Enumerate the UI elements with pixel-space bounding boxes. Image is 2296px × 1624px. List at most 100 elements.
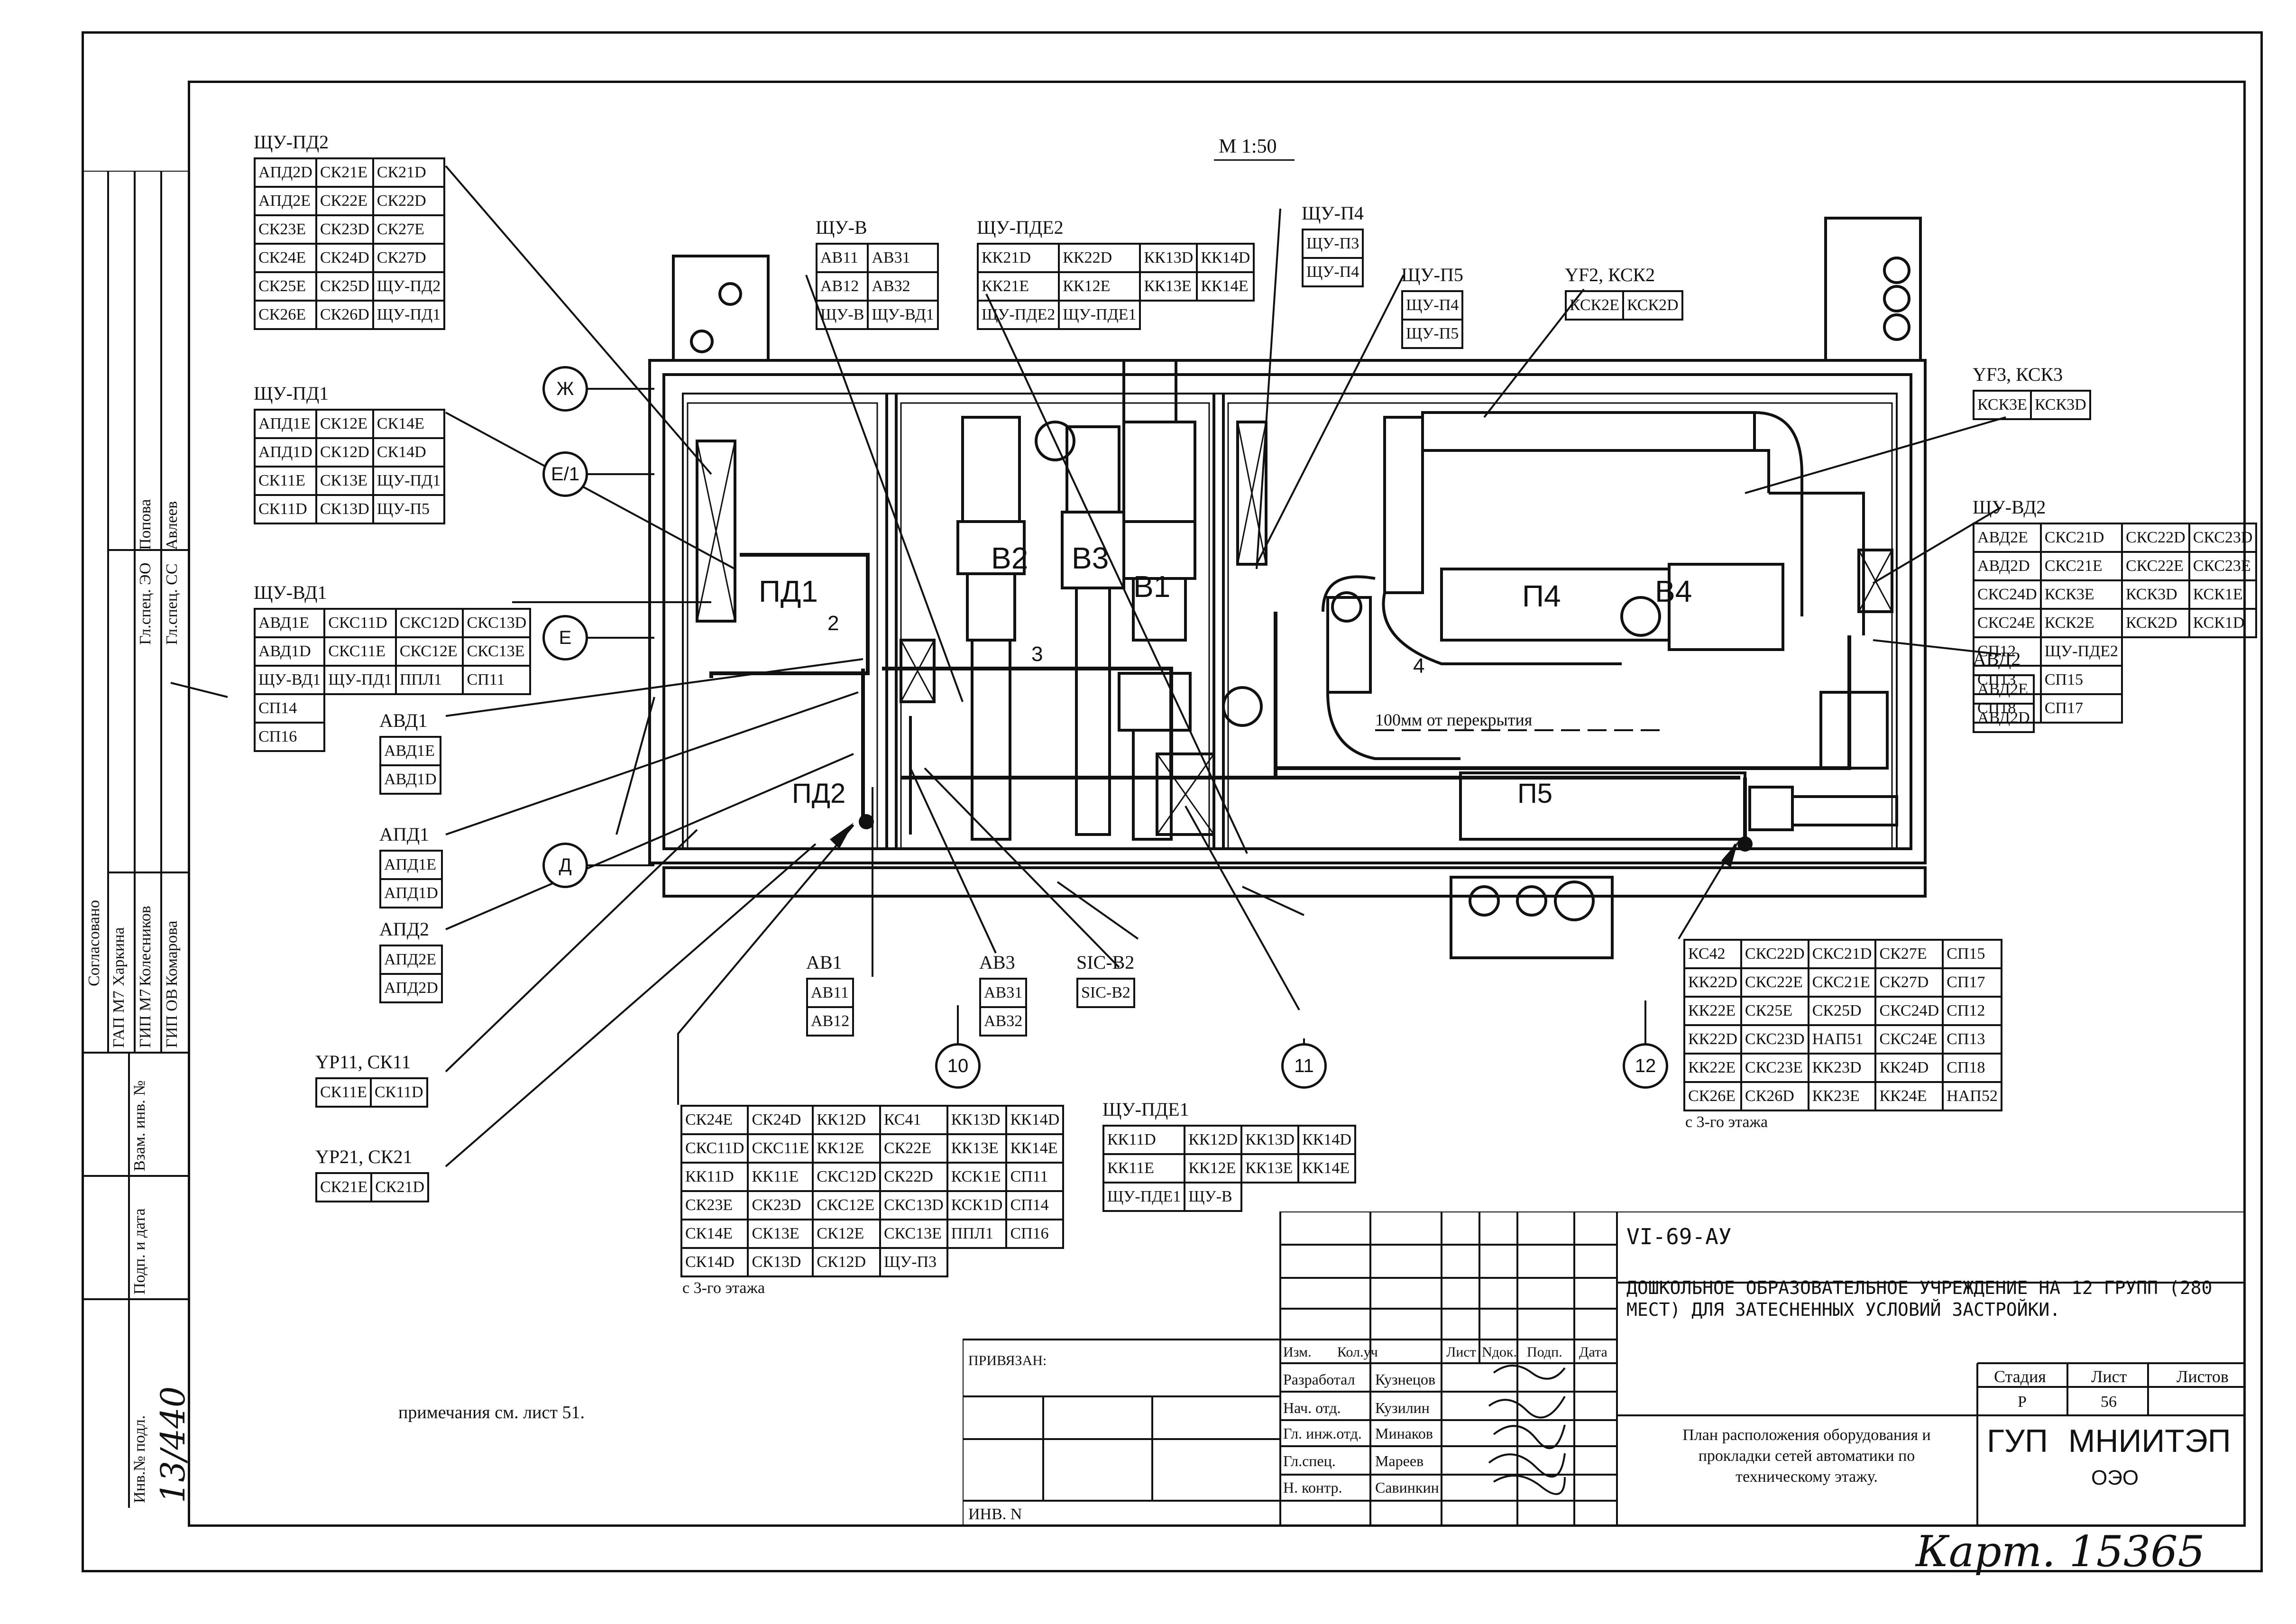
group-title: YP21, СК21 [315, 1146, 413, 1167]
terminal-cell: АВД1D [379, 764, 441, 795]
terminal-cell: СК21Е [315, 1172, 373, 1202]
terminal-cell: КК14Е [1196, 271, 1255, 302]
group-title: ЩУ-В [816, 217, 867, 238]
terminal-cell: АПД2D [379, 973, 443, 1003]
stamp-role: Гл.спец. ЭО [137, 562, 154, 645]
project-code: VI-69-АУ [1626, 1224, 1732, 1249]
room-label: ПД2 [792, 778, 846, 809]
terminal-cell: НАП51 [1807, 1024, 1877, 1055]
terminal-cell: СК27D [372, 243, 446, 273]
terminal-cell: АВД1Е [253, 608, 326, 638]
terminal-cell: СК25Е [1740, 996, 1809, 1026]
group-title: АПД1 [379, 824, 430, 845]
terminal-cell: АВ31 [867, 243, 939, 273]
axis-marker: Е/1 [542, 451, 588, 497]
terminal-cell: АВ32 [979, 1006, 1028, 1037]
room-label: П5 [1517, 778, 1552, 809]
terminal-cell: ЩУ-В [1184, 1182, 1243, 1212]
terminal-cell: СКС12Е [812, 1190, 881, 1220]
terminal-cell: АПД2Е [379, 945, 443, 975]
terminal-cell: ЩУ-ПД1 [372, 300, 446, 330]
terminal-cell: КК21D [976, 243, 1060, 273]
terminal-cell: СК21Е [315, 157, 374, 188]
staff-name: Минаков [1375, 1425, 1433, 1442]
terminal-cell: СК24D [315, 243, 374, 273]
terminal-cell: СКС13D [879, 1190, 948, 1220]
terminal-cell: КК13Е [946, 1133, 1008, 1164]
stamp-role: ГАП М7 [110, 991, 128, 1048]
group-footer: с 3-го этажа [682, 1279, 765, 1297]
terminal-cell: КК11D [680, 1162, 749, 1192]
terminal-cell: КК11Е [747, 1162, 814, 1192]
group-title: YP11, СК11 [315, 1051, 411, 1073]
terminal-cell: КК14D [1297, 1125, 1356, 1155]
stage-header: Лист [2091, 1367, 2127, 1386]
group-title: YF2, КСК2 [1565, 264, 1655, 285]
terminal-cell: СКС24D [1874, 996, 1944, 1026]
terminal-cell: СКС24D [1973, 579, 2042, 610]
stamp-name: Комарова [163, 920, 181, 986]
terminal-cell: СКС22Е [1740, 967, 1809, 998]
callout-marker: 12 [1623, 1043, 1668, 1089]
terminal-cell: АВ32 [867, 271, 939, 302]
group-title: ЩУ-ПДЕ1 [1102, 1099, 1189, 1120]
terminal-cell: АВД1D [253, 636, 326, 667]
terminal-cell: КК12Е [812, 1133, 881, 1164]
room-label: В2 [991, 541, 1029, 575]
terminal-cell: КК12D [1184, 1125, 1243, 1155]
staff-name: Кузилин [1375, 1399, 1430, 1416]
terminal-cell: КСК2Е [2039, 608, 2123, 638]
terminal-cell: СК12D [315, 437, 374, 468]
staff-name: Савинкин [1375, 1479, 1439, 1496]
terminal-cell: СК23D [315, 214, 374, 245]
staff-name: Мареев [1375, 1452, 1424, 1469]
terminal-cell: КСК1Е [2188, 579, 2258, 610]
terminal-cell: СК11D [369, 1077, 428, 1108]
terminal-cell: ЩУ-ПДЕ2 [976, 300, 1060, 330]
staff-role: Гл.спец. [1283, 1452, 1336, 1469]
group-title: ЩУ-П5 [1401, 264, 1463, 285]
notes-reference: примечания см. лист 51. [398, 1403, 585, 1422]
terminal-cell: СП17 [1942, 967, 2002, 998]
terminal-cell: КС42 [1683, 939, 1742, 969]
terminal-cell: СК14Е [372, 409, 446, 439]
terminal-cell: СКС12Е [395, 636, 464, 667]
col-header: Nдок. [1482, 1344, 1517, 1360]
terminal-cell: АВД2Е [1973, 674, 2035, 705]
terminal-cell: АВ31 [979, 978, 1028, 1008]
terminal-cell: КК22Е [1683, 996, 1742, 1026]
terminal-cell: СК21D [370, 1172, 430, 1202]
terminal-cell: СК13Е [747, 1219, 814, 1249]
room-label: 4 [1413, 654, 1425, 678]
room-label: В3 [1072, 541, 1109, 575]
col-header: Лист [1446, 1344, 1476, 1360]
col-header: Кол.уч [1337, 1344, 1378, 1360]
outer-border [82, 31, 2263, 1572]
terminal-cell: КСК2Е [1565, 290, 1624, 321]
scale-underline [1214, 159, 1295, 161]
terminal-cell: СКС13D [462, 608, 532, 638]
stamp-name: Авлеев [163, 501, 181, 550]
group-title: ЩУ-ВД2 [1973, 496, 2046, 518]
stamp-role: ГИП ОВ [163, 989, 181, 1048]
terminal-cell: ЩУ-ПДЕ1 [1102, 1182, 1186, 1212]
terminal-cell: СК23D [747, 1190, 814, 1220]
terminal-cell: СК12Е [315, 409, 374, 439]
terminal-cell: СК27Е [1874, 939, 1944, 969]
terminal-cell: СКС11Е [747, 1133, 814, 1164]
terminal-cell: КСК1D [2188, 608, 2258, 638]
terminal-cell: КК14D [1005, 1105, 1065, 1135]
inventory-number: 13/440 [154, 1386, 193, 1503]
staff-role: Нач. отд. [1283, 1399, 1341, 1416]
terminal-cell: СКС22D [2121, 523, 2190, 553]
archive-number: Карт. 15365 [1916, 1527, 2205, 1577]
terminal-cell: СКС21D [2039, 523, 2123, 553]
terminal-cell: СП11 [1005, 1162, 1065, 1192]
terminal-cell: АВД1Е [379, 736, 441, 766]
room-label: 3 [1031, 642, 1043, 666]
terminal-cell: АПД1D [379, 878, 443, 908]
terminal-cell: ЩУ-ПДЕ1 [1058, 300, 1141, 330]
